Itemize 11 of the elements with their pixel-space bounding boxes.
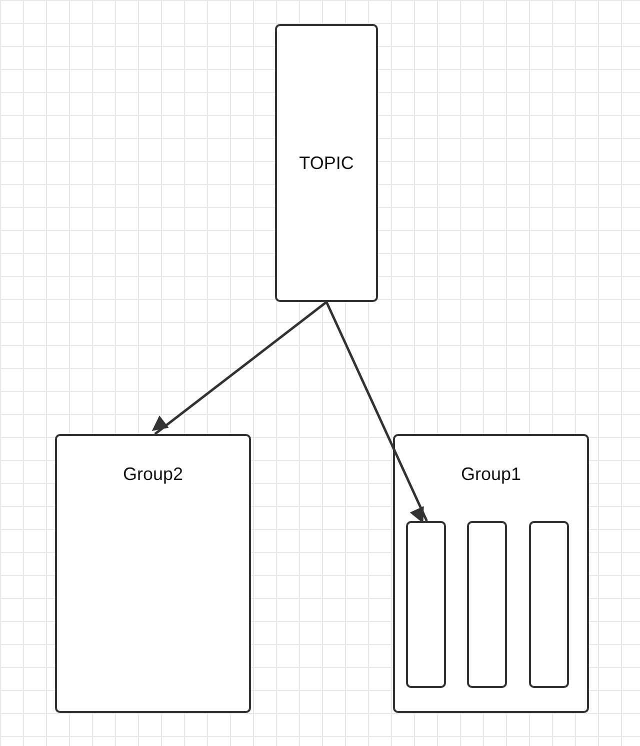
inner-box [406, 521, 446, 688]
inner-box [529, 521, 569, 688]
arrow [325, 301, 428, 524]
inner-box [467, 521, 507, 688]
node-label: Group2 [122, 464, 184, 485]
group-box [55, 434, 251, 713]
arrow [152, 301, 328, 435]
node-label: TOPIC [298, 153, 355, 174]
group-box [275, 24, 378, 302]
node-label: Group1 [460, 464, 522, 485]
group-box [393, 434, 589, 713]
